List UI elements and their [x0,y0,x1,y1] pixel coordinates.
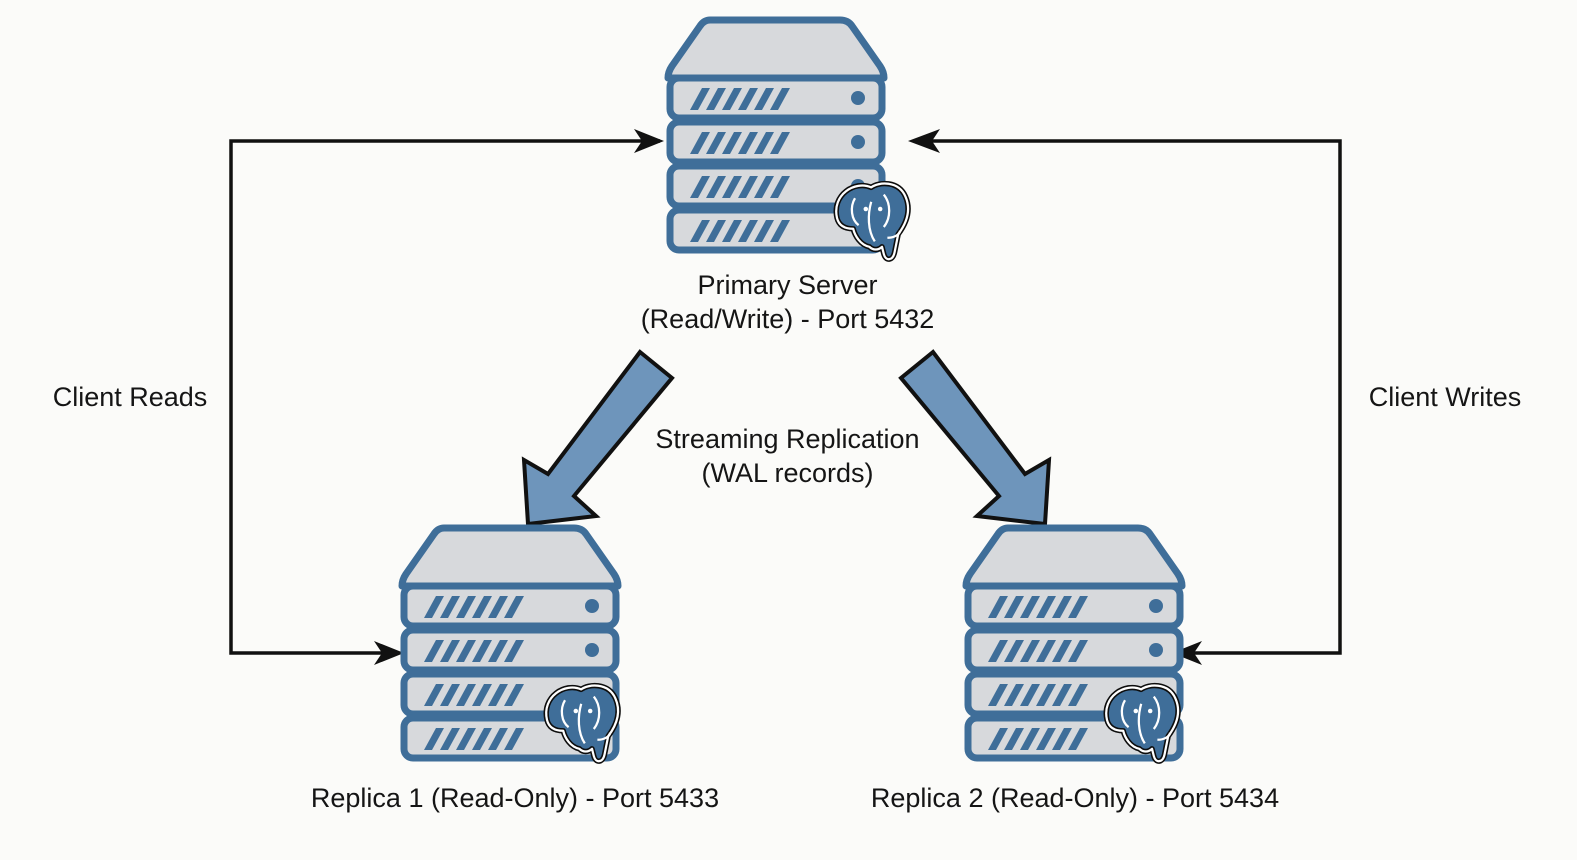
arrowhead-icon [634,129,664,153]
primary-server[interactable] [668,20,908,259]
replication-arrow-left [521,349,675,527]
replication-line1: Streaming Replication [655,424,920,454]
replica1-label: Replica 1 (Read-Only) - Port 5433 [310,783,720,813]
replica2-label: Replica 2 (Read-Only) - Port 5434 [870,783,1280,813]
client-reads-label: Client Reads [52,382,208,412]
replica1-server[interactable] [402,528,618,761]
replication-label: Streaming Replication (WAL records) [620,422,955,490]
arrowhead-icon [374,641,404,665]
client-writes-label: Client Writes [1368,382,1522,412]
primary-server-role: (Read/Write) - Port 5432 [640,304,935,334]
client-writes-connector [908,129,1342,665]
replica2-server[interactable] [966,528,1182,761]
replication-line2: (WAL records) [701,458,874,488]
replication-arrow-right [898,349,1052,527]
arrowhead-icon [1172,641,1202,665]
primary-server-label: Primary Server (Read/Write) - Port 5432 [620,268,955,336]
client-reads-connector [229,129,664,665]
primary-server-name: Primary Server [697,270,878,300]
arrowhead-icon [908,129,940,153]
